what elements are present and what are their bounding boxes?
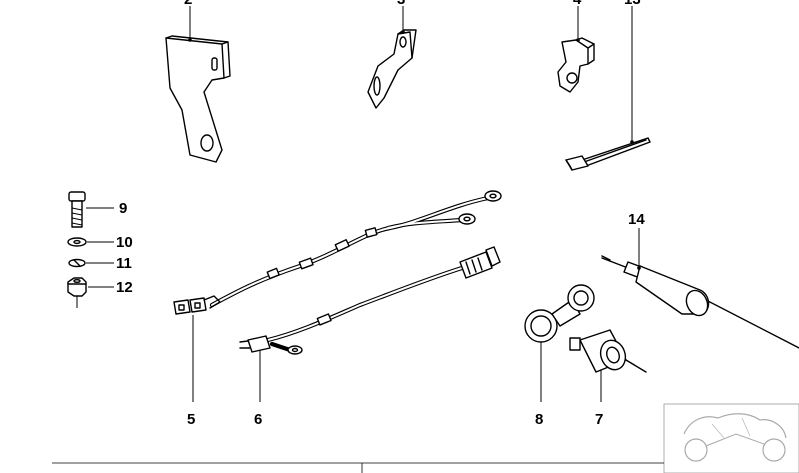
part-6-cable	[239, 246, 501, 355]
callout-3: 3	[397, 0, 405, 8]
frame-bottom	[52, 462, 664, 473]
callout-9: 9	[119, 200, 127, 217]
part-5-wiring-harness	[173, 190, 502, 315]
part-13-cable-tie	[565, 137, 651, 171]
callout-11: 11	[116, 255, 132, 272]
callout-6: 6	[254, 411, 262, 428]
part-2-bracket	[165, 35, 231, 163]
callout-8: 8	[535, 411, 543, 428]
part-8-socket-cover	[524, 284, 595, 343]
callout-12: 12	[116, 279, 133, 296]
callout-10: 10	[116, 234, 133, 251]
part-14-tool	[601, 255, 799, 349]
callout-4: 4	[573, 0, 582, 8]
part-3-bracket	[367, 29, 417, 109]
motorcycle-outline-icon	[663, 403, 799, 473]
part-12-nut	[67, 277, 87, 297]
callout-5: 5	[187, 411, 195, 428]
part-4-clamp	[557, 37, 595, 93]
callout-13: 13	[624, 0, 641, 8]
part-10-washer	[67, 237, 87, 247]
part-11-spring-washer	[68, 258, 86, 268]
callout-14: 14	[628, 211, 645, 228]
callout-2: 2	[184, 0, 192, 8]
part-9-screw	[68, 191, 86, 228]
callout-7: 7	[595, 411, 603, 428]
part-7-socket	[569, 329, 647, 373]
